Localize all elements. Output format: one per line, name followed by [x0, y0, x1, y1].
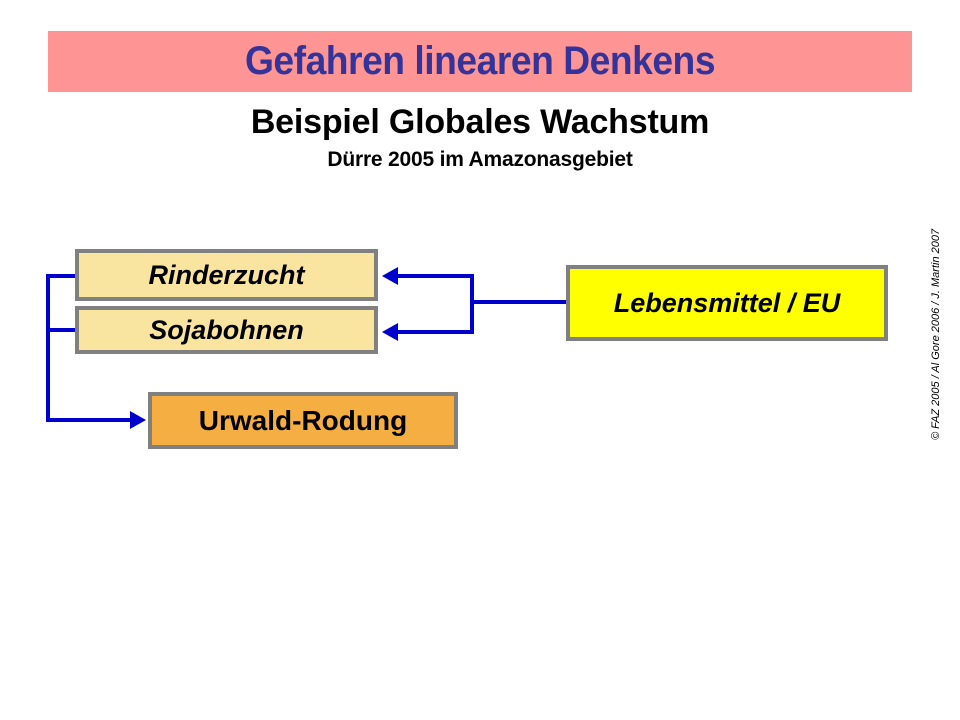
copyright-notice: © FAZ 2005 / Al Gore 2006 / J. Martin 20…: [930, 228, 942, 440]
arrowhead-to-urwald: [130, 411, 146, 429]
title-banner: Gefahren linearen Denkens: [48, 31, 912, 92]
connector-sojabohnen-stub: [46, 328, 77, 332]
node-sojabohnen[interactable]: Sojabohnen: [75, 306, 378, 354]
connector-lebensmittel-sojabohnen: [398, 330, 474, 334]
subtitle-secondary: Dürre 2005 im Amazonasgebiet: [327, 148, 633, 171]
connector-left-vertical: [46, 274, 50, 422]
node-urwald-rodung[interactable]: Urwald-Rodung: [148, 392, 458, 449]
node-lebensmittel-eu[interactable]: Lebensmittel / EU: [566, 265, 888, 341]
connector-lebensmittel-vertical: [470, 274, 474, 334]
arrowhead-to-sojabohnen: [382, 323, 398, 341]
page-title: Gefahren linearen Denkens: [244, 39, 716, 83]
subtitle-main: Beispiel Globales Wachstum: [250, 103, 710, 141]
node-rinderzucht[interactable]: Rinderzucht: [75, 249, 378, 301]
connector-left-to-urwald: [46, 418, 131, 422]
connector-lebensmittel-stub: [470, 300, 568, 304]
arrowhead-to-rinderzucht: [382, 267, 398, 285]
connector-lebensmittel-rinderzucht: [398, 274, 474, 278]
connector-rinderzucht-stub: [46, 274, 77, 278]
